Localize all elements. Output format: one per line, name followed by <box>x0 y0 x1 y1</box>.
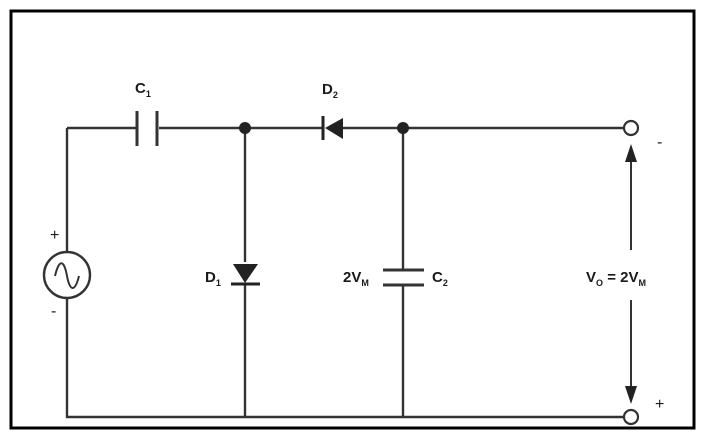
c2-label: C2 <box>432 269 448 288</box>
c2-voltage-label: 2VM <box>343 269 369 288</box>
output-top-sign: - <box>657 134 662 151</box>
output-terminal-top <box>622 119 640 137</box>
arrow-down-icon <box>625 386 637 404</box>
d2-label: D2 <box>322 81 338 100</box>
source-plus-sign: + <box>50 227 59 244</box>
output-bottom-sign: + <box>655 396 664 413</box>
ac-source <box>42 250 92 300</box>
sine-wave-icon <box>54 262 80 289</box>
diode-d1 <box>231 264 260 286</box>
diode-d2 <box>321 116 343 140</box>
output-voltage-label: VO = 2VM <box>586 269 646 288</box>
left-wire <box>65 128 630 419</box>
capacitor-c1 <box>135 111 159 146</box>
figure-frame <box>9 9 696 430</box>
junction-dot-left <box>239 122 251 134</box>
output-terminal-bottom <box>622 408 640 426</box>
capacitor-c2 <box>383 268 424 287</box>
output-voltage-arrow <box>625 144 637 404</box>
c1-label: C1 <box>135 80 151 99</box>
junction-dot-right <box>397 122 409 134</box>
d1-label: D1 <box>205 269 221 288</box>
source-minus-sign: - <box>51 303 56 320</box>
arrow-up-icon <box>625 144 637 162</box>
